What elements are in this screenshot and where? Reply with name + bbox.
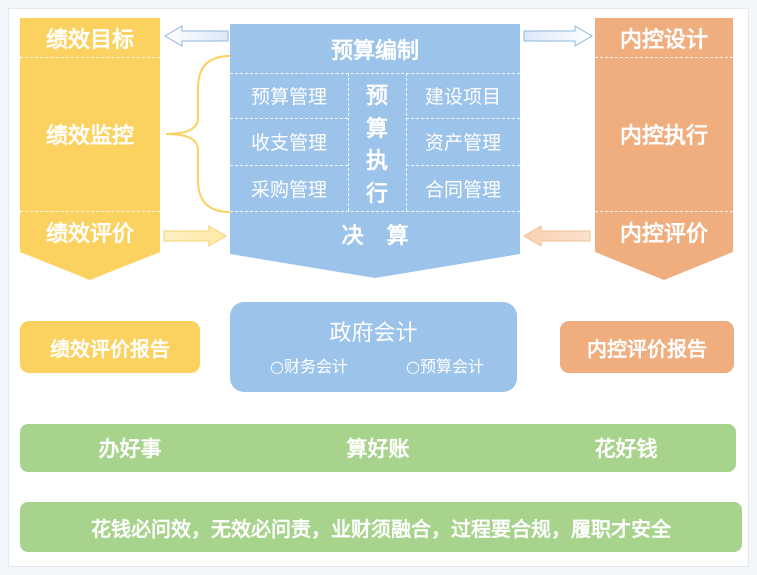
center-divider-v1 [348,73,349,211]
center-divider-r1 [406,118,520,119]
budget-accounting-label: ○预算会计 [406,357,484,376]
financial-accounting-label: ○财务会计 [270,357,348,376]
goal-do-things-well: 办好事 [98,437,162,461]
center-item-r1: 建设项目 [424,86,501,108]
center-divider-r2 [406,165,520,166]
gov-accounting-title: 政府会计 [329,321,418,346]
arrow-to-target [164,25,229,47]
arrow-from-evaluate-left [163,225,227,247]
arrow-from-evaluate-right [523,225,591,247]
center-divider-l2 [230,165,348,166]
center-divider-top [230,73,520,74]
center-divider-bottom [230,211,520,212]
final-accounts-label: 决 算 [341,224,409,249]
center-item-r2: 资产管理 [424,132,501,154]
center-blue-shape [230,24,520,278]
gov-accounting-box: 政府会计 ○财务会计 ○预算会计 [230,302,517,392]
center-item-r3: 合同管理 [424,178,501,201]
center-item-l2: 收支管理 [250,132,327,154]
budget-prep-label: 预算编制 [330,38,419,64]
center-divider-l1 [230,118,348,119]
slogan-bar: 花钱必问效，无效必问责，业财须融合，过程要合规，履职才安全 [20,502,742,552]
right-orange-column [595,18,733,280]
center-item-l1: 预算管理 [250,86,327,108]
left-divider-2 [20,211,160,212]
center-divider-v2 [406,73,407,211]
ic-execute-label: 内控执行 [619,124,708,149]
ic-evaluate-label: 内控评价 [619,222,708,247]
right-divider-2 [595,211,733,212]
arrow-to-design [523,25,593,47]
right-divider-1 [595,57,733,58]
exec-char-4: 行 [365,181,388,207]
center-item-l3: 采购管理 [250,178,327,201]
left-yellow-column [20,18,160,280]
perf-evaluate-label: 绩效评价 [45,222,134,247]
monitor-brace [165,55,231,213]
goals-bar: 办好事 算好账 花好钱 [20,424,736,472]
exec-char-2: 算 [365,116,388,142]
exec-char-1: 预 [365,84,388,110]
perf-target-label: 绩效目标 [45,27,134,53]
goal-account-well: 算好账 [346,437,410,461]
ic-design-label: 内控设计 [619,27,708,53]
ic-report-box: 内控评价报告 [560,321,734,373]
budget-exec-vertical: 预 算 执 行 [348,78,406,208]
exec-char-3: 执 [365,149,388,175]
left-divider-1 [20,57,160,58]
goal-spend-well: 花好钱 [594,437,658,461]
perf-monitor-label: 绩效监控 [45,124,134,149]
perf-report-box: 绩效评价报告 [20,321,200,373]
